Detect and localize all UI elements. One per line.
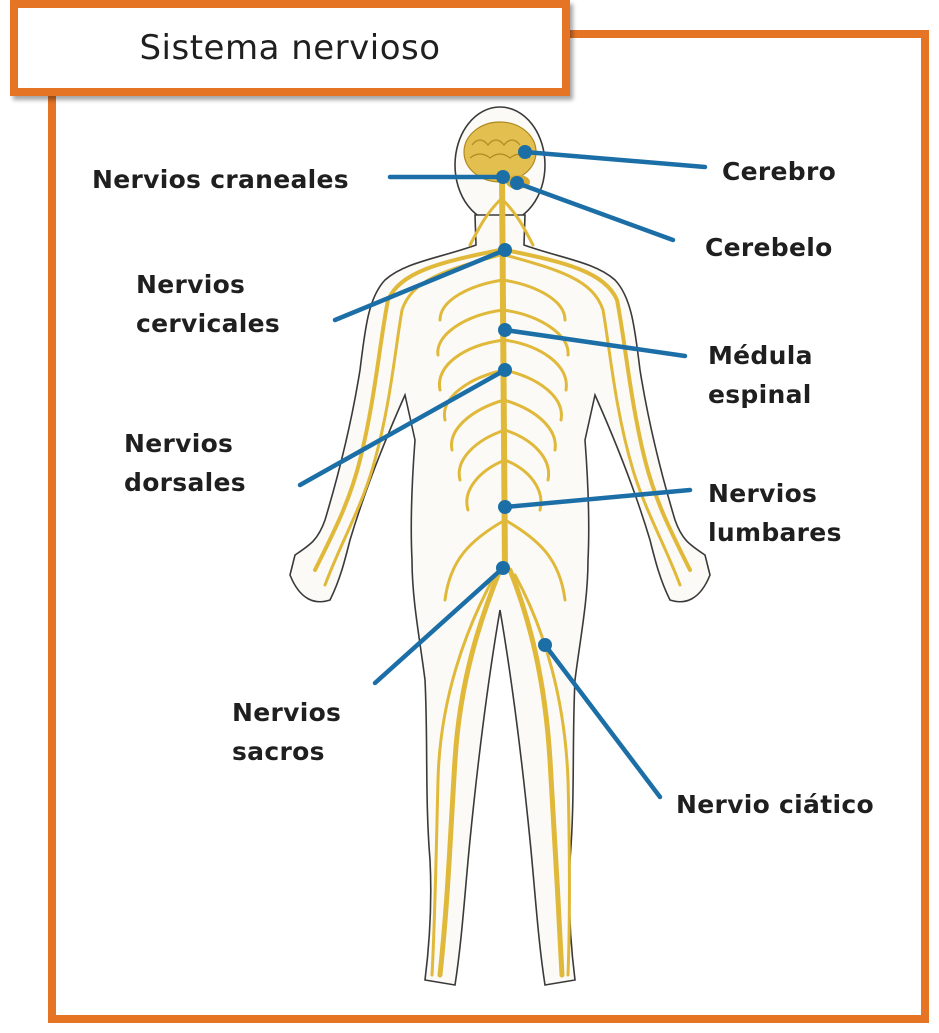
- dot-lumbares: [498, 500, 512, 514]
- label-lumbares-line2: lumbares: [708, 518, 842, 547]
- label-sacros-line2: sacros: [232, 737, 325, 766]
- leader-cerebro: [525, 152, 705, 167]
- label-cervicales-line1: Nervios: [136, 270, 245, 299]
- dot-sacros: [496, 561, 510, 575]
- dot-cerebro: [518, 145, 532, 159]
- label-sacros-line1: Nervios: [232, 698, 341, 727]
- leader-cerebelo: [517, 183, 673, 240]
- label-cervicales-line2: cervicales: [136, 309, 280, 338]
- dot-medula: [498, 323, 512, 337]
- label-ciatico: Nervio ciático: [676, 790, 874, 819]
- label-dorsales-line1: Nervios: [124, 429, 233, 458]
- label-dorsales-line2: dorsales: [124, 468, 246, 497]
- label-medula-line2: espinal: [708, 380, 812, 409]
- label-cerebelo: Cerebelo: [705, 233, 833, 262]
- dot-craneales: [496, 170, 510, 184]
- label-cerebro: Cerebro: [722, 157, 836, 186]
- dot-cervicales: [498, 243, 512, 257]
- label-craneales: Nervios craneales: [92, 165, 349, 194]
- label-medula-line1: Médula: [708, 341, 813, 370]
- title-box: Sistema nervioso: [10, 0, 570, 96]
- dot-cerebelo: [510, 176, 524, 190]
- label-lumbares-line1: Nervios: [708, 479, 817, 508]
- dot-dorsales: [498, 363, 512, 377]
- dot-ciatico: [538, 638, 552, 652]
- page-title: Sistema nervioso: [139, 28, 440, 68]
